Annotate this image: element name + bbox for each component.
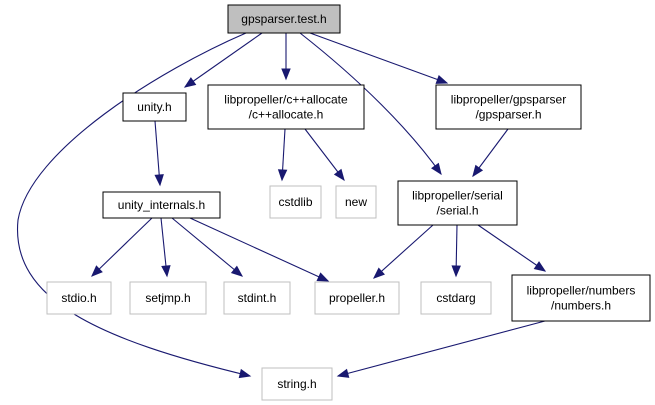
edges-layer [16,32,547,379]
node-label: string.h [277,377,316,391]
arrowhead-unity_internals-to-propeller [316,272,330,282]
node-serial[interactable]: libpropeller/serial/serial.h [397,180,518,226]
node-label: new [345,195,367,209]
node-label: /numbers.h [551,299,611,313]
node-box [511,274,651,322]
edge-gpsparser_test-to-unity [184,32,263,88]
arrowhead-serial-to-numbers [533,261,547,272]
node-setjmp: setjmp.h [129,281,207,315]
node-numbers[interactable]: libpropeller/numbers/numbers.h [511,274,651,322]
node-label: libpropeller/serial [412,189,503,203]
node-cstdarg: cstdarg [420,281,492,315]
arrowhead-cpp_allocate-to-cstdlib [277,169,288,182]
arrowhead-gpsparser_test-to-serial [431,162,442,176]
edge-unity_internals-to-stdio [91,217,153,277]
node-new: new [335,185,377,219]
edge-unity-to-unity_internals [154,120,161,186]
arrowhead-unity_internals-to-stdio [91,265,103,277]
node-box [122,92,187,122]
edge-gpsparser_test-to-serial [299,32,442,175]
node-box [269,185,322,219]
arrowhead-gpsparser_test-to-cpp_allocate [281,68,291,81]
node-box [129,281,207,315]
node-box [314,281,400,315]
node-label: cstdlib [278,195,312,209]
node-box [46,281,112,315]
edge-cpp_allocate-to-new [304,128,345,181]
node-stdint: stdint.h [223,281,291,315]
edge-numbers-to-string [337,320,546,377]
node-unity-internals[interactable]: unity_internals.h [102,191,221,219]
node-label: /gpsparser.h [475,108,541,122]
node-gpsparser[interactable]: libpropeller/gpsparser/gpsparser.h [435,84,582,130]
node-string: string.h [261,367,333,401]
node-box [227,4,341,34]
node-label: stdio.h [61,291,96,305]
arrowhead-gpsparser_test-to-unity [183,77,197,88]
edge-unity_internals-to-stdint [171,217,243,277]
node-cpp-allocate[interactable]: libpropeller/c++allocate/c++allocate.h [207,84,365,130]
arrowhead-unity-to-unity_internals [154,174,164,187]
node-stdio: stdio.h [46,281,112,315]
arrowhead-serial-to-cstdarg [451,265,461,278]
arrowhead-gpsparser_test-to-string [238,368,252,379]
arrowhead-numbers-to-string [336,368,350,378]
node-box [207,84,365,130]
node-box [102,191,221,219]
node-gpsparser-test[interactable]: gpsparser.test.h [227,4,341,34]
node-propeller: propeller.h [314,281,400,315]
edge-serial-to-propeller [373,224,434,279]
node-box [397,180,518,226]
edge-gpsparser_test-to-gpsparser [309,32,448,84]
node-label: unity.h [137,100,171,114]
arrowhead-serial-to-propeller [372,267,385,279]
node-box [420,281,492,315]
arrowhead-gpsparser_test-to-gpsparser [435,74,449,84]
node-box [261,367,333,401]
node-unity[interactable]: unity.h [122,92,187,122]
node-label: libpropeller/c++allocate [224,93,348,107]
arrowhead-gpsparser-to-serial [472,164,484,178]
node-label: libpropeller/gpsparser [451,93,566,107]
edge-serial-to-numbers [477,224,546,272]
node-label: propeller.h [329,291,385,305]
node-label: setjmp.h [145,291,190,305]
node-cstdlib: cstdlib [269,185,322,219]
node-label: /serial.h [436,204,478,218]
edge-gpsparser_test-to-string [16,32,251,377]
node-label: stdint.h [238,291,277,305]
node-label: cstdarg [436,291,475,305]
node-label: libpropeller/numbers [527,284,636,298]
nodes-layer: gpsparser.test.h unity.h libpropeller/c++a… [46,4,651,401]
edge-unity_internals-to-propeller [189,217,329,282]
node-label: gpsparser.test.h [241,12,326,26]
node-box [435,84,582,130]
node-box [223,281,291,315]
arrowhead-unity_internals-to-stdint [230,265,244,277]
arrowhead-cpp_allocate-to-new [333,168,345,182]
arrowhead-unity_internals-to-setjmp [161,265,171,278]
node-label: unity_internals.h [118,198,205,212]
node-label: /c++allocate.h [249,108,324,122]
node-box [335,185,377,219]
